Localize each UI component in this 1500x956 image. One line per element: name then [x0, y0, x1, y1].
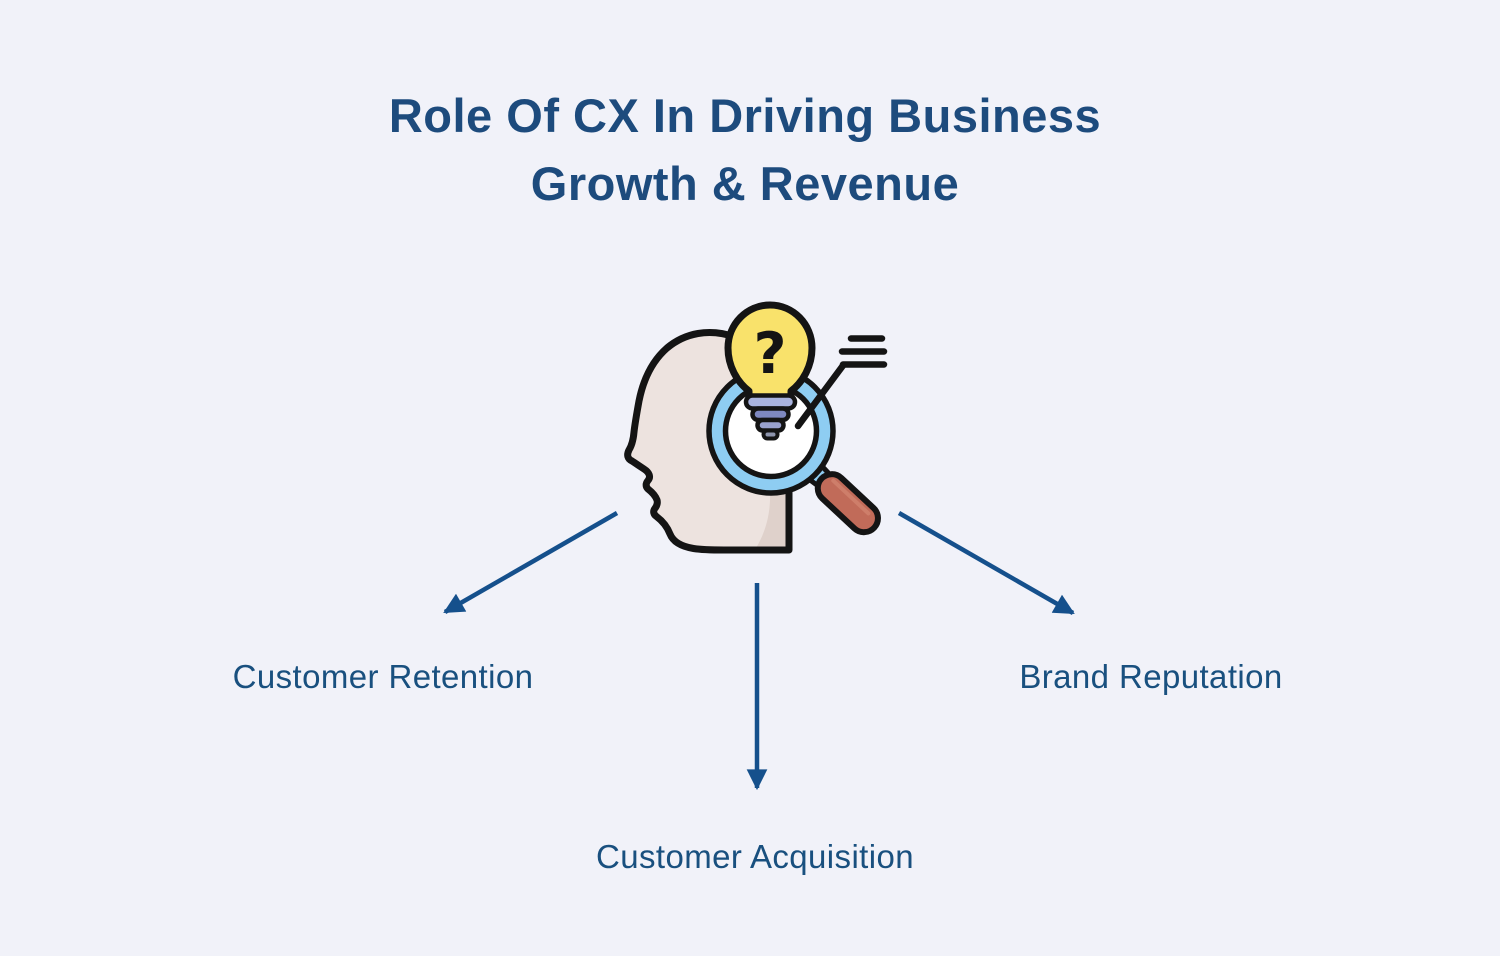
title-line-1: Role Of CX In Driving Business	[388, 89, 1102, 142]
page-title: Role Of CX In Driving Business Growth & …	[389, 82, 1101, 218]
title-line-2: Growth & Revenue	[530, 157, 960, 210]
node-label-customer-acquisition: Customer Acquisition	[596, 838, 914, 875]
node-label-brand-reputation: Brand Reputation	[1019, 658, 1283, 695]
bulb-base-tip	[761, 428, 780, 441]
insight-lines-icon	[794, 335, 888, 430]
question-mark: ?	[753, 321, 786, 387]
magnifier-handle	[814, 471, 881, 536]
node-label-customer-retention: Customer Retention	[232, 658, 534, 695]
head-outline	[624, 329, 801, 554]
arrow-to-customer-retention	[443, 511, 619, 614]
bulb-globe	[724, 301, 816, 402]
arrow-to-brand-reputation	[897, 511, 1075, 615]
lightbulb-icon: ?	[724, 301, 816, 441]
